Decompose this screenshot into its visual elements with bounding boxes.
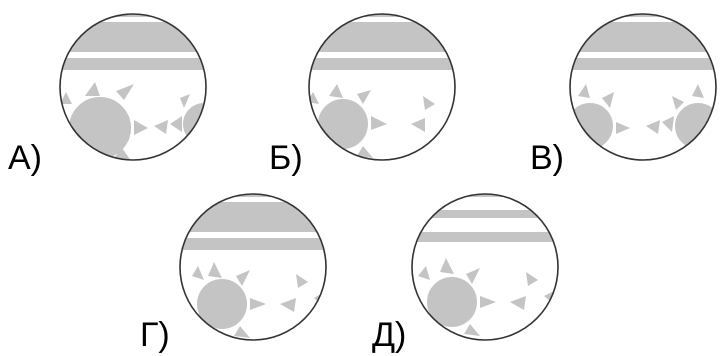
option-g-picture[interactable] (178, 192, 328, 342)
option-d-label: Д) (372, 316, 407, 354)
circle-scene-b (308, 13, 456, 161)
option-g-label: Г) (140, 316, 170, 354)
option-b-picture[interactable] (307, 12, 457, 162)
circle-scene-g (179, 193, 327, 341)
circle-scene-v (569, 13, 717, 161)
option-a-label: А) (8, 139, 42, 177)
option-d-picture[interactable] (410, 192, 560, 342)
circle-scene-a (59, 13, 207, 161)
circle-scene-d (411, 193, 559, 341)
option-v-picture[interactable] (568, 12, 718, 162)
option-b-label: Б) (269, 139, 303, 177)
option-a-picture[interactable] (58, 12, 208, 162)
option-v-label: В) (530, 139, 564, 177)
